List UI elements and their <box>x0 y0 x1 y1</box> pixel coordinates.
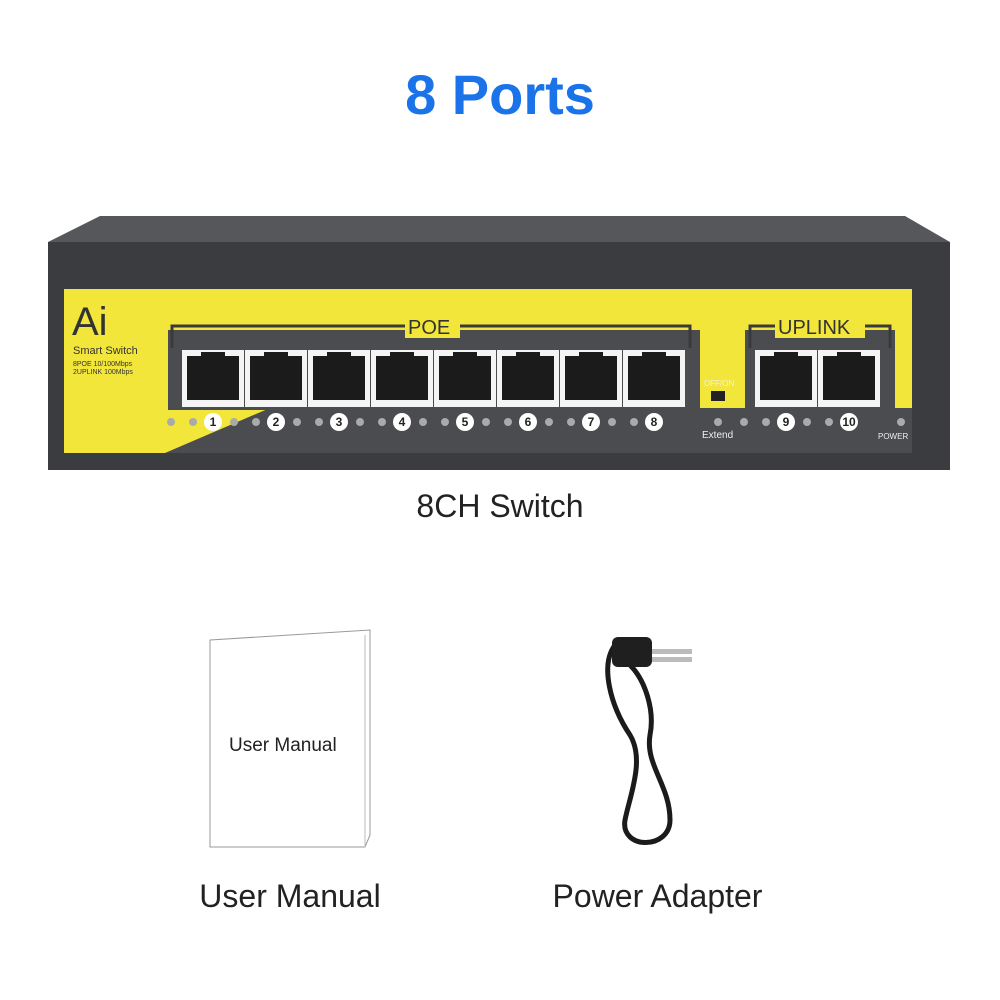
uplink-label: UPLINK <box>778 317 851 339</box>
power-cable-icon <box>605 637 692 845</box>
port-number: 5 <box>456 413 474 431</box>
led-indicator <box>545 418 553 426</box>
port-number: 6 <box>519 413 537 431</box>
model-label: Smart Switch <box>73 345 138 357</box>
ethernet-port <box>434 350 496 407</box>
port-number: 9 <box>777 413 795 431</box>
extend-toggle <box>711 391 725 401</box>
manual-illustration <box>209 629 371 848</box>
port-number: 10 <box>840 413 858 431</box>
led-indicator <box>504 418 512 426</box>
port-number: 8 <box>645 413 663 431</box>
led-indicator <box>356 418 364 426</box>
led-indicator <box>378 418 386 426</box>
led-indicator <box>608 418 616 426</box>
spec-line: 2UPLINK 100Mbps <box>73 369 133 376</box>
led-indicator <box>189 418 197 426</box>
ethernet-port <box>497 350 559 407</box>
led-indicator <box>762 418 770 426</box>
poe-label: POE <box>408 317 451 339</box>
switch-label: OFF/ON <box>704 379 735 388</box>
switch-caption: 8CH Switch <box>416 488 584 524</box>
led-indicator <box>740 418 748 426</box>
ethernet-port <box>245 350 307 407</box>
led-indicator <box>252 418 260 426</box>
ethernet-port <box>308 350 370 407</box>
led-indicator <box>167 418 175 426</box>
ethernet-port <box>623 350 685 407</box>
port-number: 7 <box>582 413 600 431</box>
ethernet-port <box>560 350 622 407</box>
brand-logo: Ai <box>72 300 108 344</box>
panel-lower <box>165 408 912 453</box>
ethernet-port <box>818 350 880 407</box>
port-number: 1 <box>204 413 222 431</box>
ethernet-port <box>371 350 433 407</box>
led-indicator <box>482 418 490 426</box>
led-indicator <box>567 418 575 426</box>
ethernet-port <box>755 350 817 407</box>
port-number: 3 <box>330 413 348 431</box>
led-indicator <box>230 418 238 426</box>
port-number: 2 <box>267 413 285 431</box>
ethernet-port <box>182 350 244 407</box>
extend-label: Extend <box>702 430 734 441</box>
led-indicator <box>441 418 449 426</box>
power-label: POWER <box>878 432 909 441</box>
extend-led <box>714 418 722 426</box>
spec-line: 8POE 10/100Mbps <box>73 361 133 368</box>
port-number: 4 <box>393 413 411 431</box>
adapter-caption: Power Adapter <box>552 878 763 914</box>
led-indicator <box>825 418 833 426</box>
led-indicator <box>315 418 323 426</box>
manual-cover-text: User Manual <box>229 735 337 756</box>
switch-top <box>48 216 950 242</box>
page-title: 8 Ports <box>405 63 595 126</box>
led-indicator <box>419 418 427 426</box>
power-led <box>897 418 905 426</box>
led-indicator <box>803 418 811 426</box>
led-indicator <box>293 418 301 426</box>
led-indicator <box>630 418 638 426</box>
manual-caption: User Manual <box>199 878 381 914</box>
